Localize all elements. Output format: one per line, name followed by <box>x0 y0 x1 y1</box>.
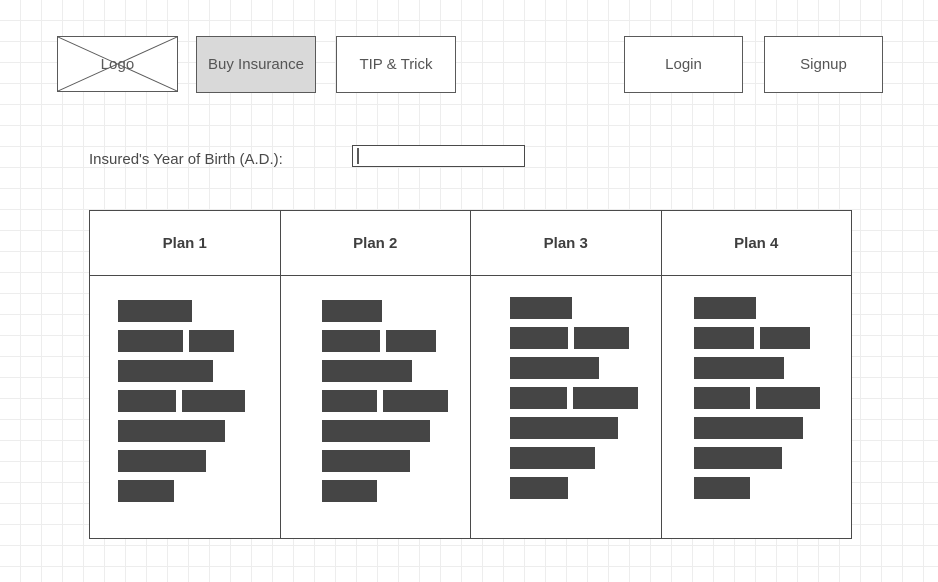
plan-feature-placeholder-bar <box>189 330 234 352</box>
plan-feature-placeholder-bar <box>693 357 784 379</box>
plan-feature-row <box>662 477 852 499</box>
plan-feature-row <box>281 390 471 412</box>
plan-feature-placeholder-bar <box>118 480 174 502</box>
plan-feature-placeholder-bar <box>693 477 750 499</box>
plan-feature-placeholder-bar <box>321 360 412 382</box>
nav-button-buy-insurance[interactable]: Buy Insurance <box>196 36 316 93</box>
plan-feature-placeholder-bar <box>321 390 377 412</box>
plan-column-header: Plan 3 <box>471 211 661 276</box>
plan-feature-row <box>281 420 471 442</box>
plan-feature-placeholder-bar <box>182 390 245 412</box>
plan-column-body <box>90 276 280 538</box>
plan-feature-row <box>662 297 852 319</box>
plan-feature-row <box>662 447 852 469</box>
plan-feature-placeholder-bar <box>510 417 618 439</box>
plan-feature-row <box>281 300 471 322</box>
plan-feature-placeholder-bar <box>118 450 206 472</box>
plan-feature-row <box>471 327 661 349</box>
plan-feature-placeholder-bar <box>321 420 430 442</box>
plan-feature-row <box>662 357 852 379</box>
plan-column-body <box>662 276 852 538</box>
plan-feature-placeholder-bar <box>118 360 213 382</box>
plan-feature-row <box>471 387 661 409</box>
year-of-birth-form-row: Insured's Year of Birth (A.D.): <box>89 144 549 176</box>
logo-placeholder[interactable]: Logo <box>57 36 178 92</box>
plan-feature-placeholder-bar <box>385 330 436 352</box>
plan-column-body <box>471 276 661 538</box>
plan-feature-row <box>662 417 852 439</box>
plan-column-header: Plan 1 <box>90 211 280 276</box>
text-caret <box>357 148 359 164</box>
plan-feature-placeholder-bar <box>321 480 377 502</box>
nav-button-tip-trick[interactable]: TIP & Trick <box>336 36 456 93</box>
nav-button-login[interactable]: Login <box>624 36 743 93</box>
plan-feature-placeholder-bar <box>573 387 638 409</box>
plan-feature-placeholder-bar <box>755 387 820 409</box>
plan-feature-placeholder-bar <box>382 390 448 412</box>
plan-feature-placeholder-bar <box>321 300 382 322</box>
plan-feature-placeholder-bar <box>510 477 568 499</box>
plan-feature-row <box>281 330 471 352</box>
logo-label: Logo <box>100 55 135 73</box>
plan-feature-row <box>471 447 661 469</box>
plan-feature-row <box>281 360 471 382</box>
plan-feature-placeholder-bar <box>693 387 750 409</box>
plan-feature-row <box>471 477 661 499</box>
plan-feature-row <box>281 480 471 502</box>
plan-column[interactable]: Plan 1 <box>90 211 281 538</box>
plan-feature-placeholder-bar <box>510 387 567 409</box>
plan-feature-placeholder-bar <box>321 330 380 352</box>
plan-column-header: Plan 2 <box>280 211 470 276</box>
plan-column[interactable]: Plan 3 <box>471 211 662 538</box>
plan-column-body <box>281 276 471 538</box>
plan-feature-placeholder-bar <box>118 390 176 412</box>
plan-feature-placeholder-bar <box>118 330 183 352</box>
plan-feature-row <box>90 390 280 412</box>
plan-feature-row <box>90 420 280 442</box>
plan-feature-placeholder-bar <box>510 297 572 319</box>
plan-feature-row <box>90 360 280 382</box>
plan-feature-row <box>281 450 471 472</box>
plan-feature-row <box>90 300 280 322</box>
plan-feature-placeholder-bar <box>693 327 754 349</box>
plan-feature-row <box>90 480 280 502</box>
plan-feature-placeholder-bar <box>118 300 192 322</box>
plan-column-header: Plan 4 <box>661 211 851 276</box>
plan-feature-placeholder-bar <box>759 327 810 349</box>
plan-feature-row <box>662 387 852 409</box>
plan-feature-row <box>90 450 280 472</box>
plan-feature-placeholder-bar <box>510 357 599 379</box>
plan-column[interactable]: Plan 4 <box>661 211 852 538</box>
plan-feature-row <box>471 297 661 319</box>
plan-feature-row <box>471 357 661 379</box>
plan-feature-placeholder-bar <box>321 450 410 472</box>
plan-feature-row <box>662 327 852 349</box>
crossed-box-placeholder-icon <box>58 37 177 91</box>
plan-feature-placeholder-bar <box>510 447 595 469</box>
plan-feature-row <box>471 417 661 439</box>
plan-feature-placeholder-bar <box>574 327 629 349</box>
year-of-birth-input[interactable] <box>352 145 525 167</box>
plan-feature-placeholder-bar <box>693 447 782 469</box>
plan-feature-placeholder-bar <box>510 327 568 349</box>
year-of-birth-label: Insured's Year of Birth (A.D.): <box>89 151 283 168</box>
nav-button-signup[interactable]: Signup <box>764 36 883 93</box>
plan-feature-placeholder-bar <box>693 297 756 319</box>
plan-column[interactable]: Plan 2 <box>280 211 471 538</box>
plan-feature-placeholder-bar <box>693 417 803 439</box>
top-navigation-bar: Logo Buy Insurance TIP & Trick Login Sig… <box>0 0 938 125</box>
plan-feature-placeholder-bar <box>118 420 225 442</box>
plan-feature-row <box>90 330 280 352</box>
